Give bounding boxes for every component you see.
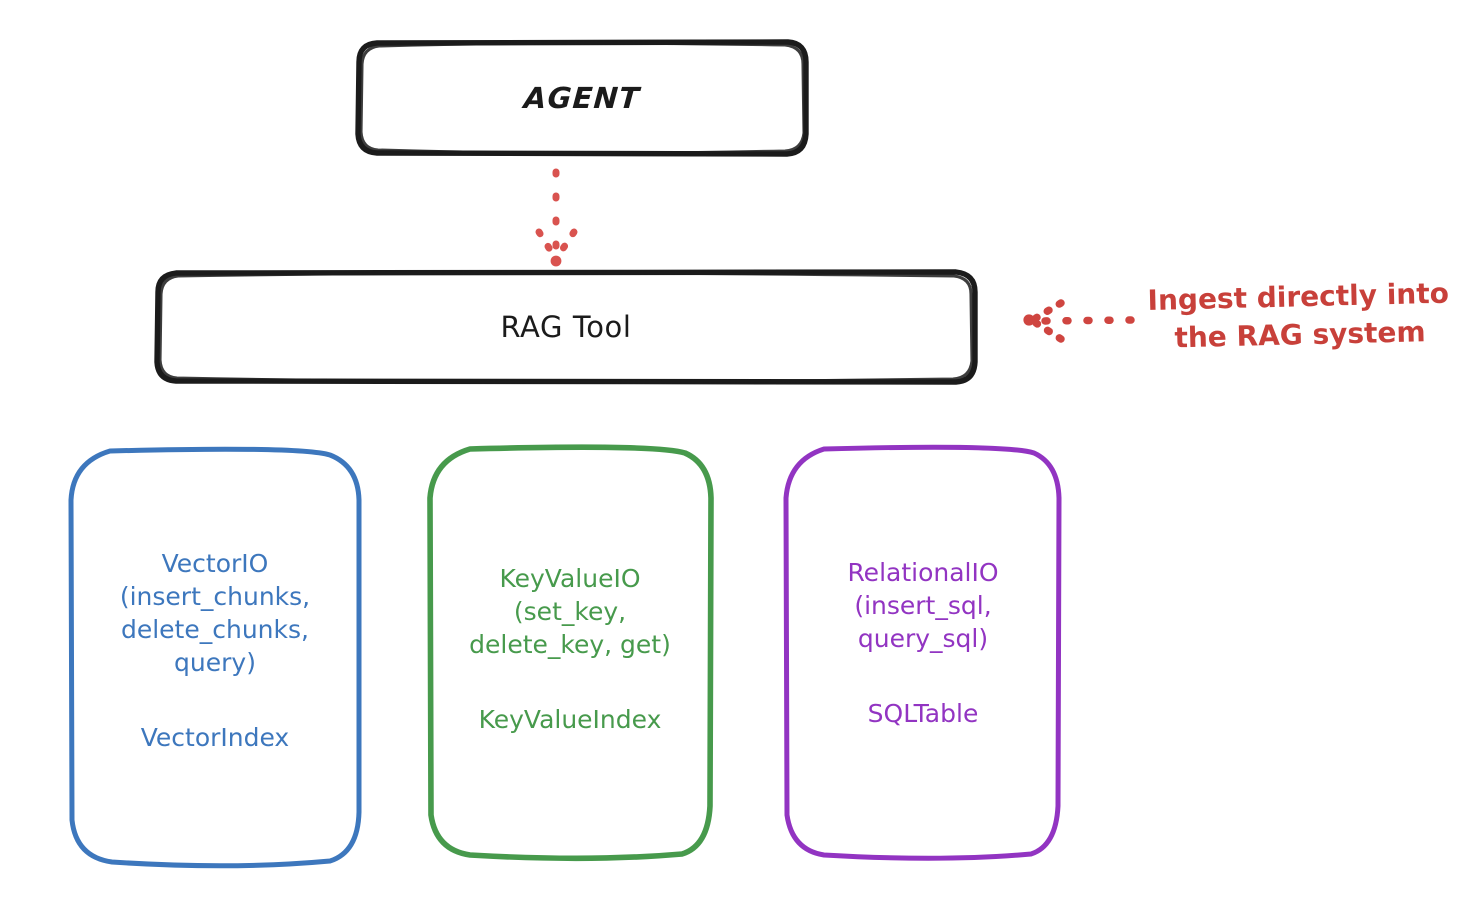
agent-box-shape [355,39,809,157]
agent-label: AGENT [522,81,642,115]
rag-tool-label: RAG Tool [500,310,632,344]
vector-io-node[interactable]: VectorIO (insert_chunks, delete_chunks, … [70,449,360,865]
key-value-io-api-label: KeyValueIO (set_key, delete_key, get) [469,563,671,659]
relational-io-content: RelationalIO (insert_sql, query_sql) SQL… [847,556,998,728]
key-value-io-box-shape [427,444,714,862]
key-value-io-content: KeyValueIO (set_key, delete_key, get) Ke… [469,562,671,734]
vector-io-box-shape [68,446,362,869]
ingest-annotation-line-1: Ingest directly into [1147,276,1450,317]
relational-io-index-label: SQLTable [867,698,979,728]
vector-io-api-label: VectorIO (insert_chunks, delete_chunks, … [119,548,311,677]
relational-io-box-shape [783,444,1062,861]
agent-node[interactable]: AGENT [357,41,807,155]
relational-io-node[interactable]: RelationalIO (insert_sql, query_sql) SQL… [786,447,1060,856]
annotation-to-rag-connector [1023,299,1135,343]
vector-io-content: VectorIO (insert_chunks, delete_chunks, … [120,547,310,752]
rag-tool-node[interactable]: RAG Tool [156,271,976,383]
key-value-io-index-label: KeyValueIndex [478,704,662,734]
key-value-io-node[interactable]: KeyValueIO (set_key, delete_key, get) Ke… [429,447,711,856]
agent-to-rag-connector [535,168,578,267]
ingest-annotation-line-2: the RAG system [1174,315,1426,355]
relational-io-api-label: RelationalIO (insert_sql, query_sql) [847,557,999,653]
rag-tool-box-shape [154,269,978,385]
vector-io-index-label: VectorIndex [140,722,290,752]
